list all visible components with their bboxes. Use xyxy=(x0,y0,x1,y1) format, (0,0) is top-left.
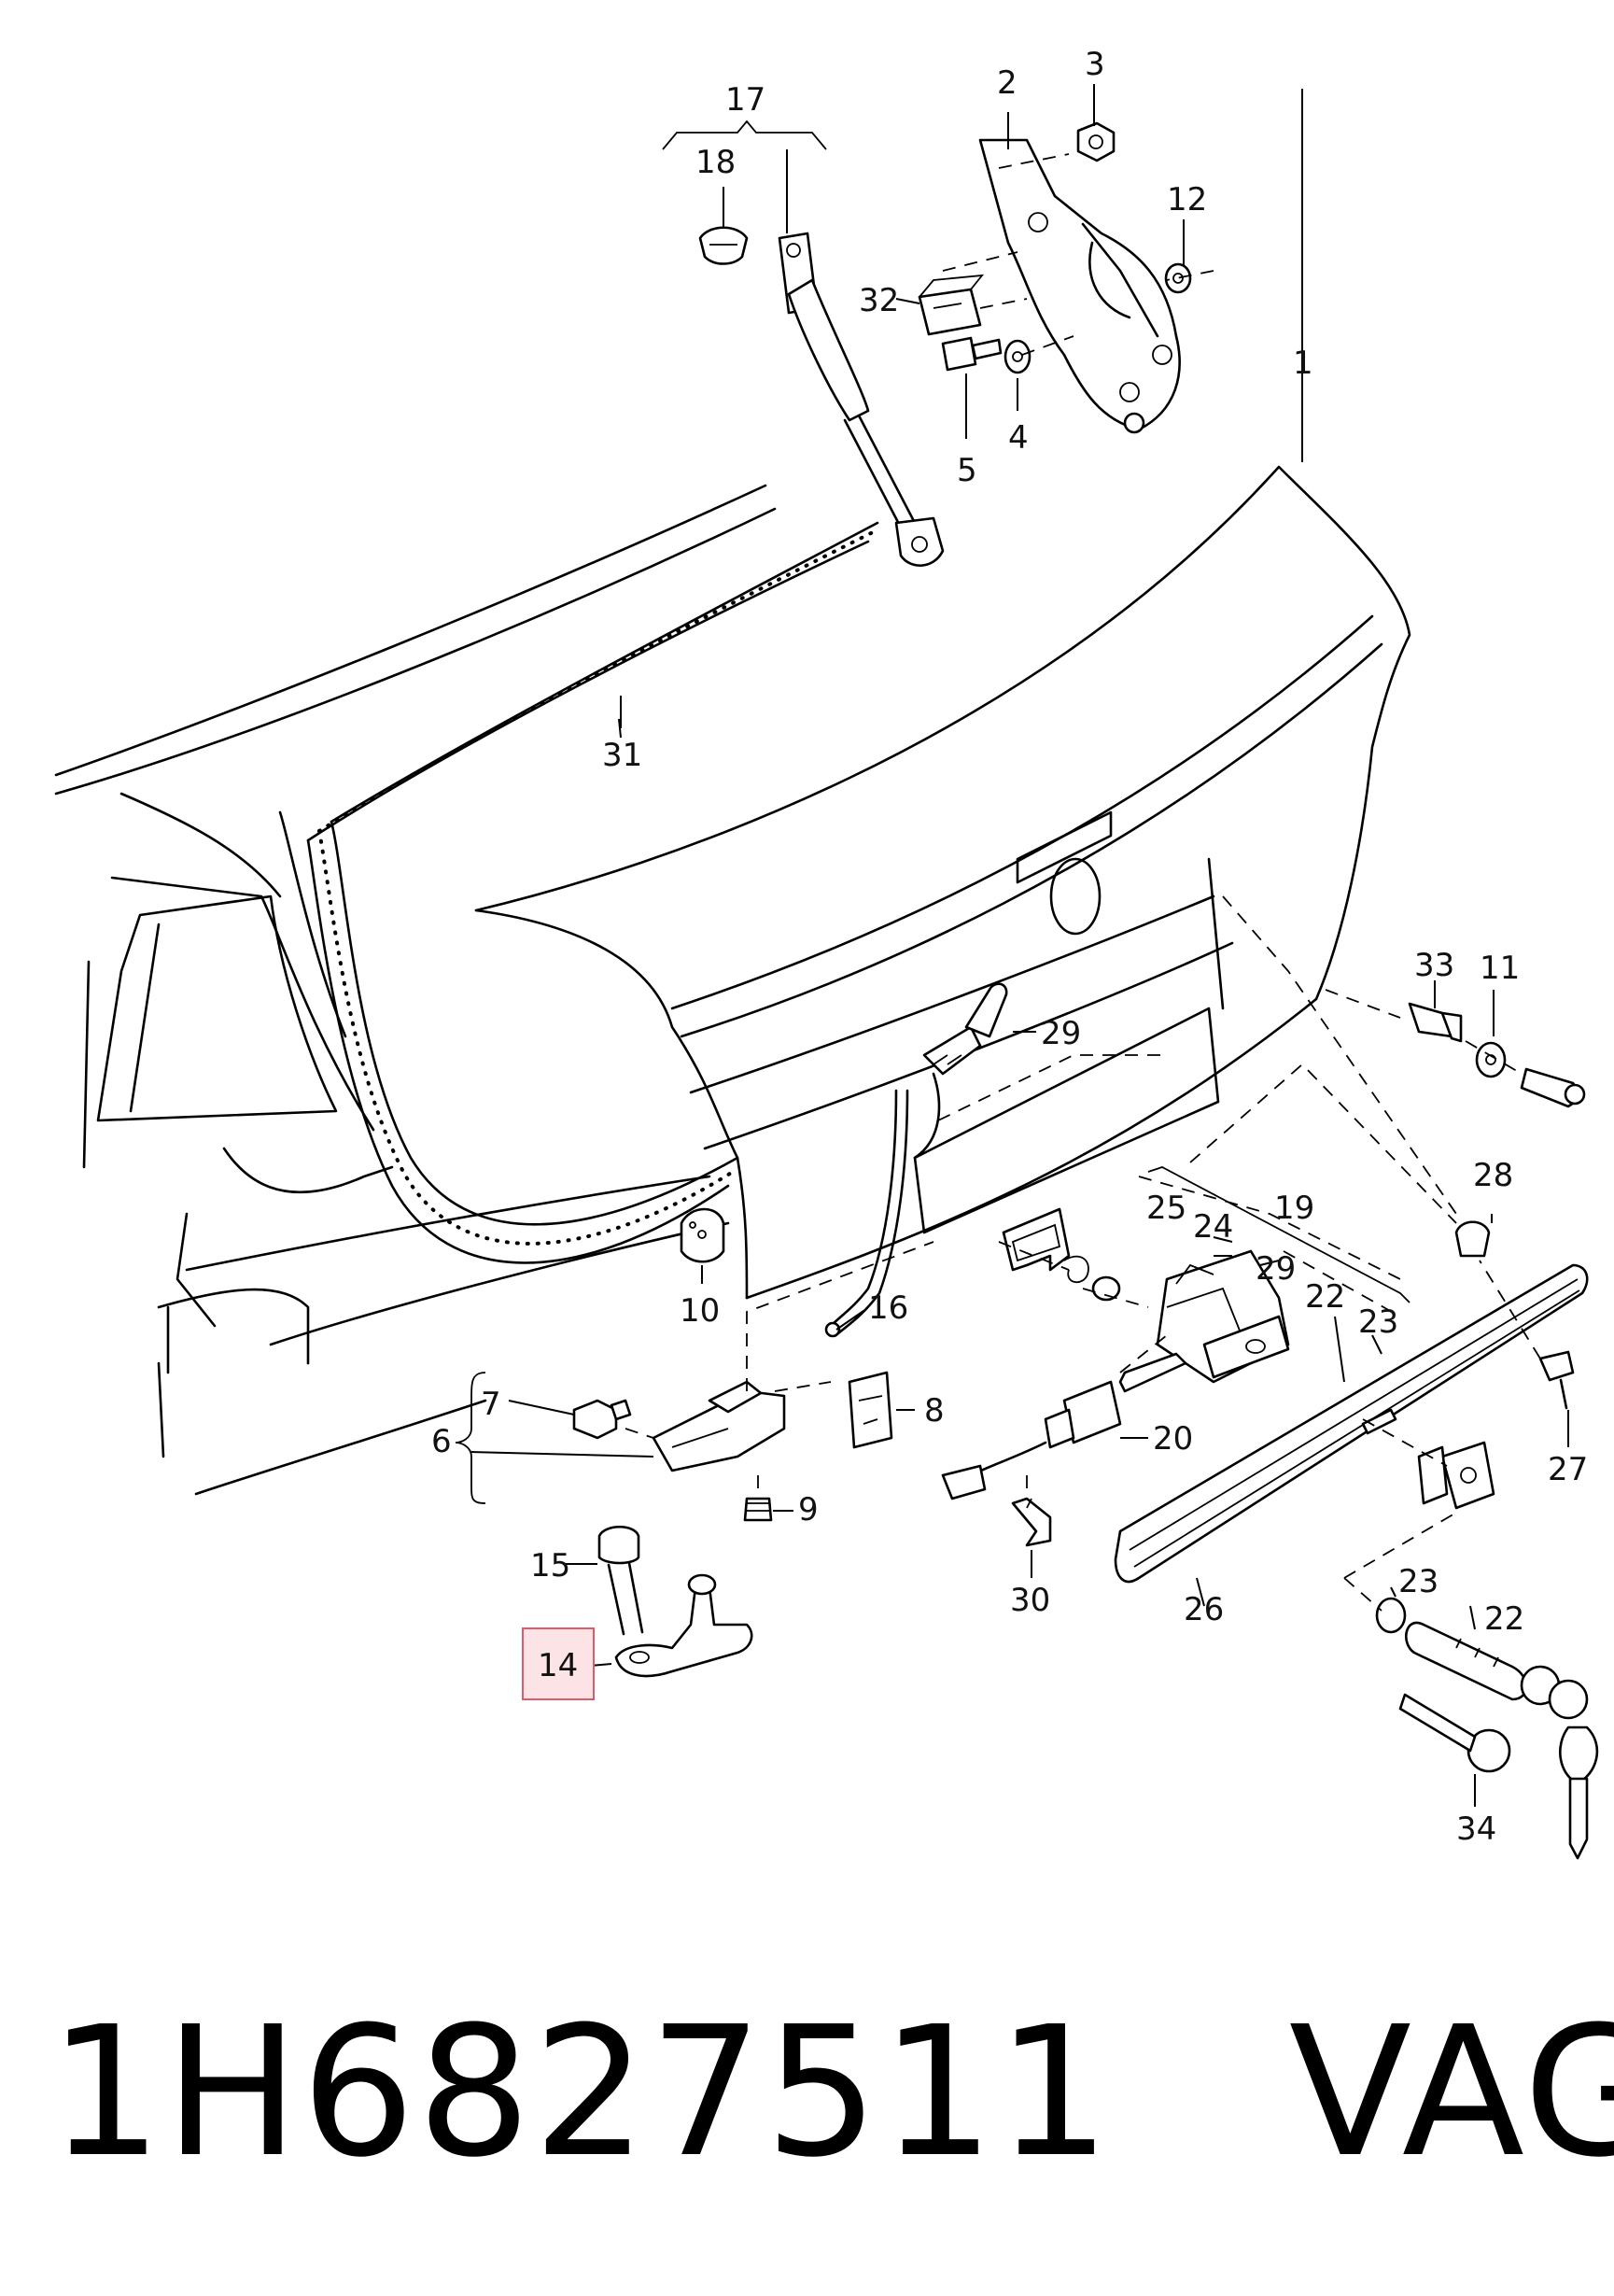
key xyxy=(1398,1665,1599,1860)
callout-26: 26 xyxy=(1184,1591,1224,1628)
callout-29b: 29 xyxy=(1256,1250,1296,1288)
spring-clip-25 xyxy=(1063,1255,1089,1283)
lock-cover-plate xyxy=(1002,1207,1071,1272)
callout-9: 9 xyxy=(798,1491,819,1528)
highlight-box xyxy=(522,1627,595,1700)
part-number: 1H6827511 xyxy=(49,1989,1113,2197)
footer: 1H6827511 VAG xyxy=(49,1989,1614,2197)
callout-2: 2 xyxy=(997,64,1018,102)
callout-5: 5 xyxy=(957,452,977,489)
callout-30: 30 xyxy=(1010,1582,1050,1619)
callout-23b: 23 xyxy=(1398,1563,1439,1600)
callout-27: 27 xyxy=(1548,1451,1588,1488)
lock-guide xyxy=(922,982,1008,1076)
trunk-lid xyxy=(474,465,1411,1300)
brand-name: VAG xyxy=(1288,1989,1614,2197)
washer-11 xyxy=(1475,1041,1507,1078)
callout-24: 24 xyxy=(1193,1208,1233,1246)
callout-22a: 22 xyxy=(1305,1278,1345,1316)
striker-plate-14 xyxy=(614,1573,753,1678)
hinge xyxy=(978,138,1181,434)
callout-1: 1 xyxy=(1293,345,1313,382)
car-body-outline xyxy=(54,484,879,1496)
callout-32: 32 xyxy=(859,282,899,319)
callout-19: 19 xyxy=(1274,1190,1314,1227)
gas-strut xyxy=(778,232,945,567)
callout-8: 8 xyxy=(924,1392,945,1430)
rubber-stop xyxy=(680,1207,725,1263)
callout-17: 17 xyxy=(725,81,765,119)
assembly-guide-lines xyxy=(455,120,1541,1612)
callout-29a: 29 xyxy=(1041,1015,1081,1052)
callout-18: 18 xyxy=(695,144,736,181)
callout-34: 34 xyxy=(1456,1810,1496,1848)
callout-22b: 22 xyxy=(1484,1600,1524,1638)
callout-16: 16 xyxy=(868,1289,908,1327)
cover-8 xyxy=(848,1371,893,1449)
retaining-ring-23 xyxy=(1375,1597,1407,1634)
clip-28 xyxy=(1454,1220,1491,1258)
callout-20: 20 xyxy=(1153,1420,1193,1458)
washer-lower xyxy=(1003,339,1032,374)
screw-9 xyxy=(743,1497,773,1522)
lock-cylinder-22 xyxy=(1405,1621,1528,1701)
callout-23a: 23 xyxy=(1358,1303,1398,1341)
rubber-buffer xyxy=(918,274,985,336)
callout-12: 12 xyxy=(1167,181,1207,218)
callout-11: 11 xyxy=(1480,950,1520,987)
callout-7: 7 xyxy=(481,1386,501,1423)
expanding-rivet-33 xyxy=(1408,1002,1463,1043)
hinge-bolt xyxy=(941,336,1003,372)
callout-14: 14 xyxy=(538,1647,578,1684)
screw-11 xyxy=(1520,1067,1586,1108)
lock-cylinder-bracket xyxy=(1417,1441,1495,1510)
lock-striker xyxy=(652,1380,786,1472)
trunk-handle-trim xyxy=(1114,1263,1589,1584)
callout-3: 3 xyxy=(1085,46,1105,83)
callout-10: 10 xyxy=(680,1292,720,1330)
callout-25: 25 xyxy=(1146,1190,1186,1227)
callout-15: 15 xyxy=(530,1547,570,1585)
leader-lines xyxy=(470,84,1569,1807)
callout-labels: 1 2 3 4 5 6 7 8 9 10 11 12 14 15 16 17 1… xyxy=(431,46,1588,1848)
bolt-27 xyxy=(1538,1350,1575,1410)
wiring-connector xyxy=(941,1352,1187,1500)
callout-4: 4 xyxy=(1008,419,1029,457)
callout-6: 6 xyxy=(431,1423,452,1460)
callout-31: 31 xyxy=(602,737,642,774)
lock-mechanism xyxy=(1156,1249,1290,1384)
retaining-clip xyxy=(698,226,749,265)
washer-24 xyxy=(1091,1275,1121,1302)
release-cable xyxy=(824,1089,909,1338)
nut xyxy=(1076,121,1116,162)
clip-30 xyxy=(1011,1497,1052,1547)
callout-28: 28 xyxy=(1473,1157,1513,1194)
bolt-15 xyxy=(597,1525,644,1636)
washer-upper xyxy=(1164,262,1192,294)
callout-33: 33 xyxy=(1414,947,1454,984)
bolt-7 xyxy=(572,1399,632,1440)
